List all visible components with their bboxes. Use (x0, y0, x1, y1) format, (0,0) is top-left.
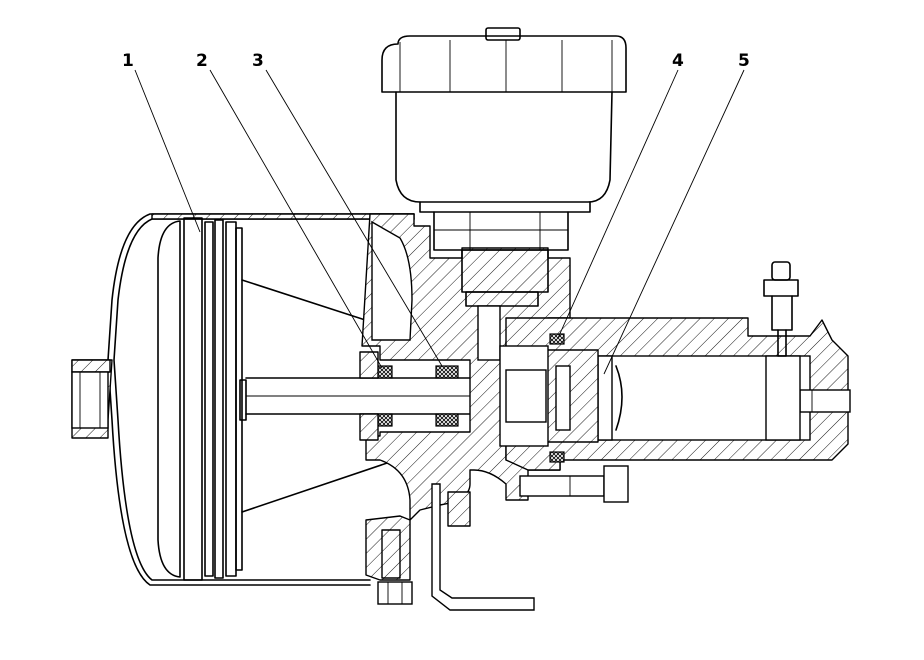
push-rod (245, 377, 481, 415)
bleed-nipple (763, 261, 799, 357)
leader-4 (557, 69, 679, 339)
main-housing (361, 213, 571, 611)
callout-labels: 1 2 3 4 5 (122, 51, 750, 71)
master-cylinder (499, 317, 851, 503)
fluid-reservoir (381, 27, 627, 361)
callout-4: 4 (672, 51, 684, 71)
rod-seals (359, 351, 459, 441)
callout-1: 1 (122, 51, 134, 71)
leader-5 (603, 69, 745, 375)
leader-3 (265, 69, 443, 367)
leader-1 (134, 69, 201, 233)
booster-shell (71, 213, 415, 586)
leader-lines (134, 69, 745, 375)
piston-diaphragm (157, 217, 247, 581)
callout-5: 5 (738, 51, 750, 71)
callout-2: 2 (196, 51, 208, 71)
callout-3: 3 (252, 51, 264, 71)
leader-2 (209, 69, 383, 369)
